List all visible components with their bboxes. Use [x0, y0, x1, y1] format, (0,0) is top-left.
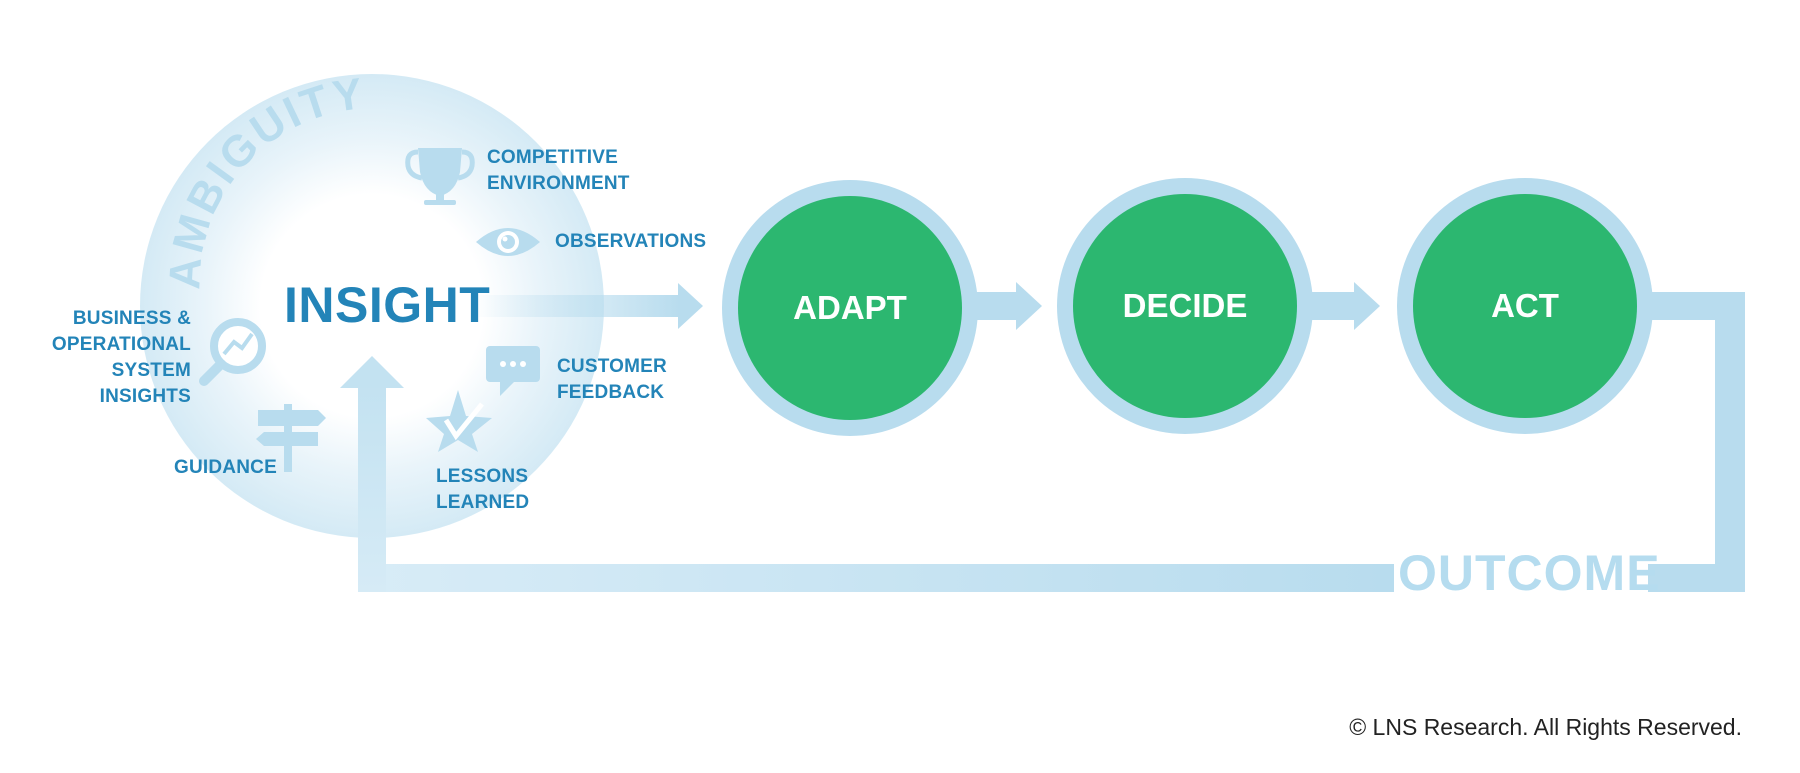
chat-bubble-icon [486, 346, 540, 396]
trophy-icon [405, 148, 475, 205]
adapt-to-decide-arrow [975, 282, 1042, 330]
decide-to-act-arrow [1310, 282, 1380, 330]
business-operational-line-1: BUSINESS & [72, 308, 191, 329]
stage-label-act: ACT [1491, 287, 1559, 324]
outcome-feedback-loop [340, 292, 1745, 592]
eye-icon [476, 228, 540, 256]
observations-label: OBSERVATIONS [555, 229, 706, 255]
customer-feedback-line-1: CUSTOMER [557, 356, 667, 377]
stage-circle-act [1397, 178, 1653, 434]
competitive-environment-line-1: COMPETITIVE [487, 147, 618, 168]
guidance-line-1: GUIDANCE [174, 457, 277, 478]
signpost-icon [256, 404, 326, 472]
business-operational-line-2: OPERATIONAL [51, 334, 191, 355]
customer-feedback-line-2: FEEDBACK [557, 382, 665, 403]
insight-to-adapt-arrow [470, 283, 703, 329]
stage-circle-adapt [722, 180, 978, 436]
magnifier-chart-icon [199, 318, 266, 386]
outcome-label: OUTCOME [1398, 545, 1661, 601]
observations-line-1: OBSERVATIONS [555, 231, 707, 252]
insight-title: INSIGHT [284, 277, 491, 333]
business-operational-line-3: SYSTEM [111, 360, 191, 381]
lessons-learned-line-1: LESSONS [436, 466, 529, 487]
stage-label-decide: DECIDE [1122, 287, 1248, 324]
competitive-environment-line-2: ENVIRONMENT [487, 173, 630, 194]
star-icon [426, 390, 492, 452]
business-operational-label: BUSINESS & OPERATIONAL SYSTEM INSIGHTS [52, 306, 191, 410]
lessons-learned-line-2: LEARNED [436, 492, 530, 513]
guidance-label: GUIDANCE [174, 455, 277, 481]
lessons-learned-label: LESSONS LEARNED [436, 464, 529, 516]
stage-label-adapt: ADAPT [793, 289, 907, 326]
competitive-environment-label: COMPETITIVE ENVIRONMENT [487, 145, 630, 197]
stage-circle-decide [1057, 178, 1313, 434]
copyright-notice: © LNS Research. All Rights Reserved. [1349, 714, 1742, 740]
customer-feedback-label: CUSTOMER FEEDBACK [557, 354, 667, 406]
business-operational-line-4: INSIGHTS [99, 386, 191, 407]
ambiguity-halo [140, 74, 604, 538]
